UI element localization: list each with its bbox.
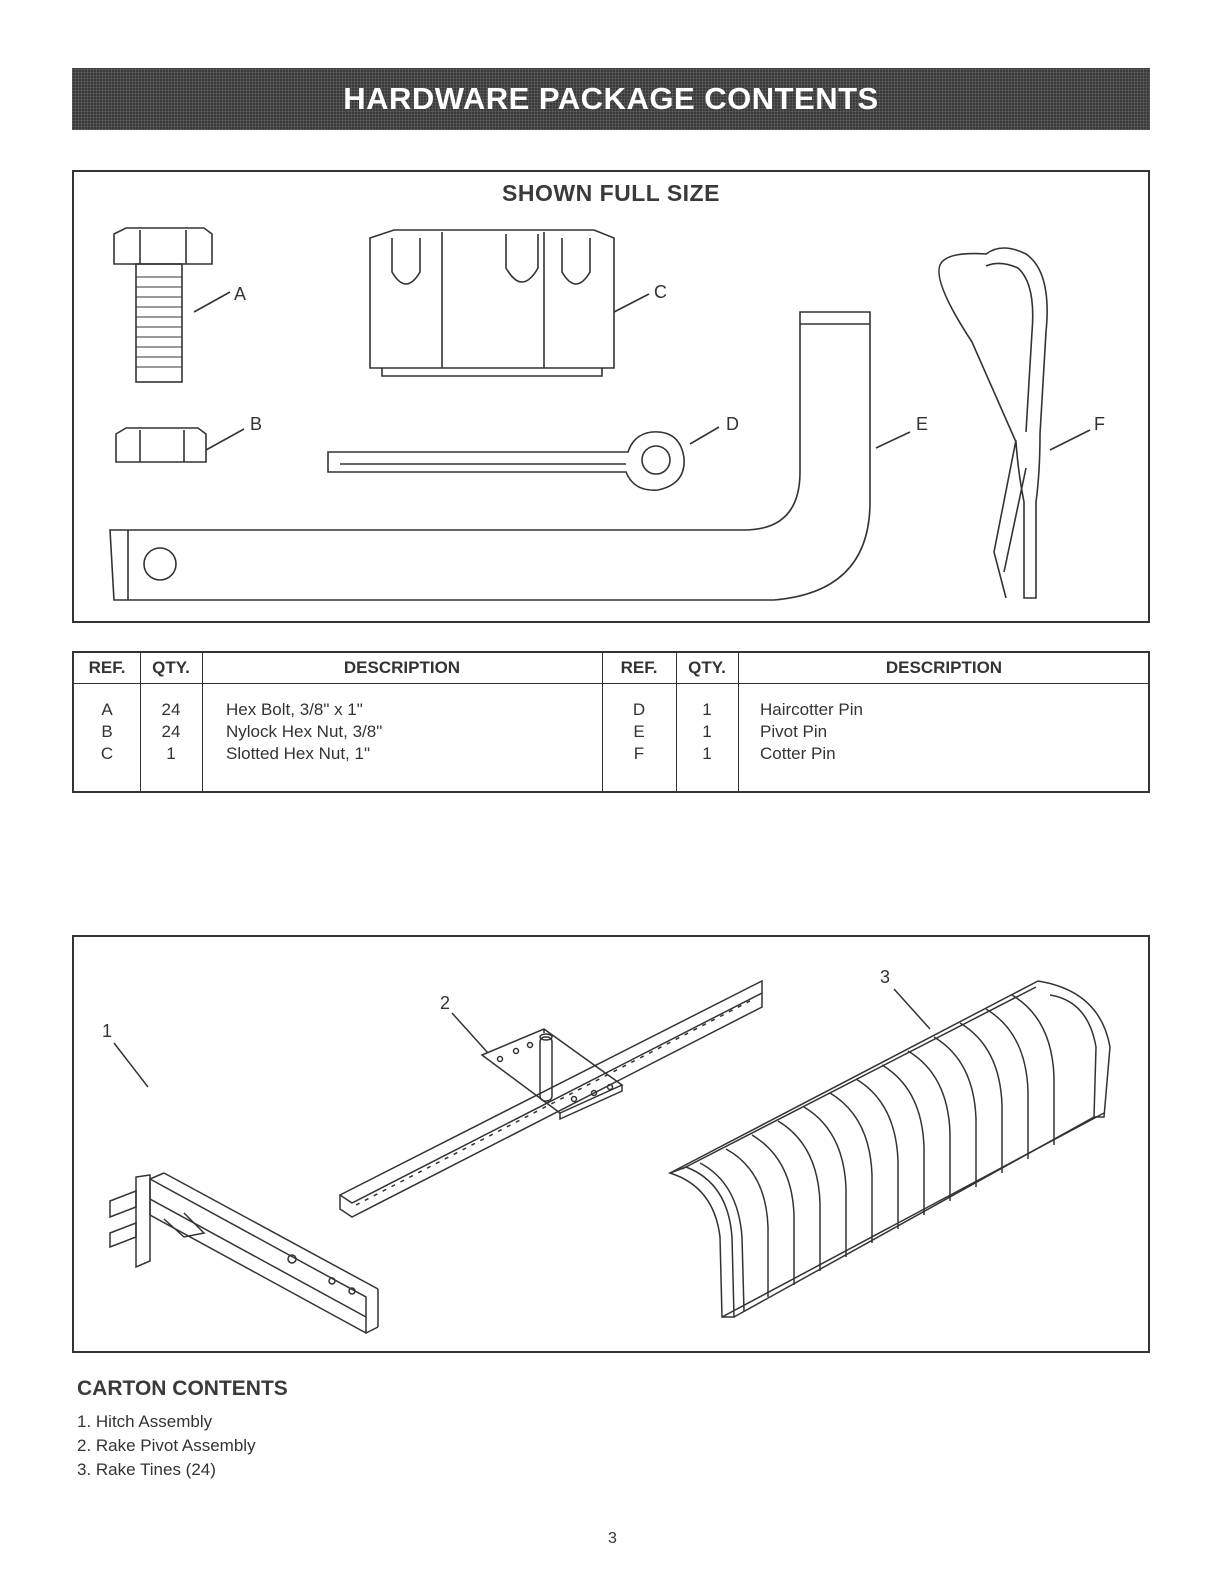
table-row-d-ref: D xyxy=(632,700,646,719)
callout-c: C xyxy=(654,282,667,302)
table-row-e-qty: 1 xyxy=(702,722,712,741)
hitch-assembly-drawing xyxy=(109,1042,379,1335)
pivot-pin-drawing xyxy=(109,311,911,601)
haircotter-pin-drawing xyxy=(938,247,1091,599)
rake-pivot-drawing xyxy=(338,979,763,1218)
hardware-drawing: A B C D E F xyxy=(109,227,1105,601)
table-row-b-ref: B xyxy=(101,722,113,741)
callout-a: A xyxy=(234,284,246,304)
header-ref-left: REF. xyxy=(88,658,126,677)
page-number: 3 xyxy=(608,1530,617,1547)
table-row-c-qty: 1 xyxy=(166,744,176,763)
table-row-d-qty: 1 xyxy=(702,700,712,719)
header-ref-right: REF. xyxy=(620,658,658,677)
list-item: 2. Rake Pivot Assembly xyxy=(77,1436,256,1455)
callout-1: 1 xyxy=(102,1021,112,1041)
hex-bolt-drawing xyxy=(113,227,231,383)
carton-callouts: 1 2 3 xyxy=(102,967,890,1041)
header-desc-left: DESCRIPTION xyxy=(343,658,461,677)
callout-f: F xyxy=(1094,414,1105,434)
carton-contents-title: CARTON CONTENTS xyxy=(77,1377,288,1400)
table-row-a-qty: 24 xyxy=(161,700,181,719)
table-row-b-desc: Nylock Hex Nut, 3/8" xyxy=(226,722,383,741)
header-qty-right: QTY. xyxy=(688,658,726,677)
table-row-a-desc: Hex Bolt, 3/8" x 1" xyxy=(226,700,363,719)
section-banner: HARDWARE PACKAGE CONTENTS xyxy=(72,68,1150,130)
cotter-pin-drawing xyxy=(327,426,720,491)
callout-b: B xyxy=(250,414,262,434)
carton-illustration-panel: 1 2 3 xyxy=(72,935,1150,1353)
rake-tines-drawing xyxy=(667,980,1111,1318)
list-item: 3. Rake Tines (24) xyxy=(77,1460,216,1479)
table-row-c-ref: C xyxy=(100,744,114,763)
table-row-c-desc: Slotted Hex Nut, 1" xyxy=(226,744,370,763)
header-qty-left: QTY. xyxy=(152,658,190,677)
table-row-e-ref: E xyxy=(633,722,645,741)
table-row-e-desc: Pivot Pin xyxy=(760,722,828,741)
table-row-b-qty: 24 xyxy=(161,722,181,741)
hardware-panel-title: SHOWN FULL SIZE xyxy=(502,180,720,206)
callout-3: 3 xyxy=(880,967,890,987)
carton-contents-list: 1. Hitch Assembly 2. Rake Pivot Assembly… xyxy=(77,1410,256,1482)
callout-e: E xyxy=(916,414,928,434)
table-row-f-desc: Cotter Pin xyxy=(760,744,836,763)
table-row-a-ref: A xyxy=(101,700,113,719)
header-desc-right: DESCRIPTION xyxy=(885,658,1003,677)
nylock-nut-drawing xyxy=(115,427,245,463)
hardware-callouts: A B C D E F xyxy=(234,282,1105,434)
hardware-illustration-panel: SHOWN FULL SIZE xyxy=(72,170,1150,623)
hardware-parts-table: REF. QTY. DESCRIPTION REF. QTY. DESCRIPT… xyxy=(72,651,1150,793)
carton-drawing: 1 2 3 xyxy=(102,967,1111,1335)
callout-d: D xyxy=(726,414,739,434)
callout-2: 2 xyxy=(440,993,450,1013)
table-row-f-qty: 1 xyxy=(702,744,712,763)
list-item: 1. Hitch Assembly xyxy=(77,1412,213,1431)
banner-title: HARDWARE PACKAGE CONTENTS xyxy=(343,81,879,116)
table-row-d-desc: Haircotter Pin xyxy=(760,700,863,719)
slotted-nut-drawing xyxy=(369,229,650,377)
table-row-f-ref: F xyxy=(633,744,645,763)
